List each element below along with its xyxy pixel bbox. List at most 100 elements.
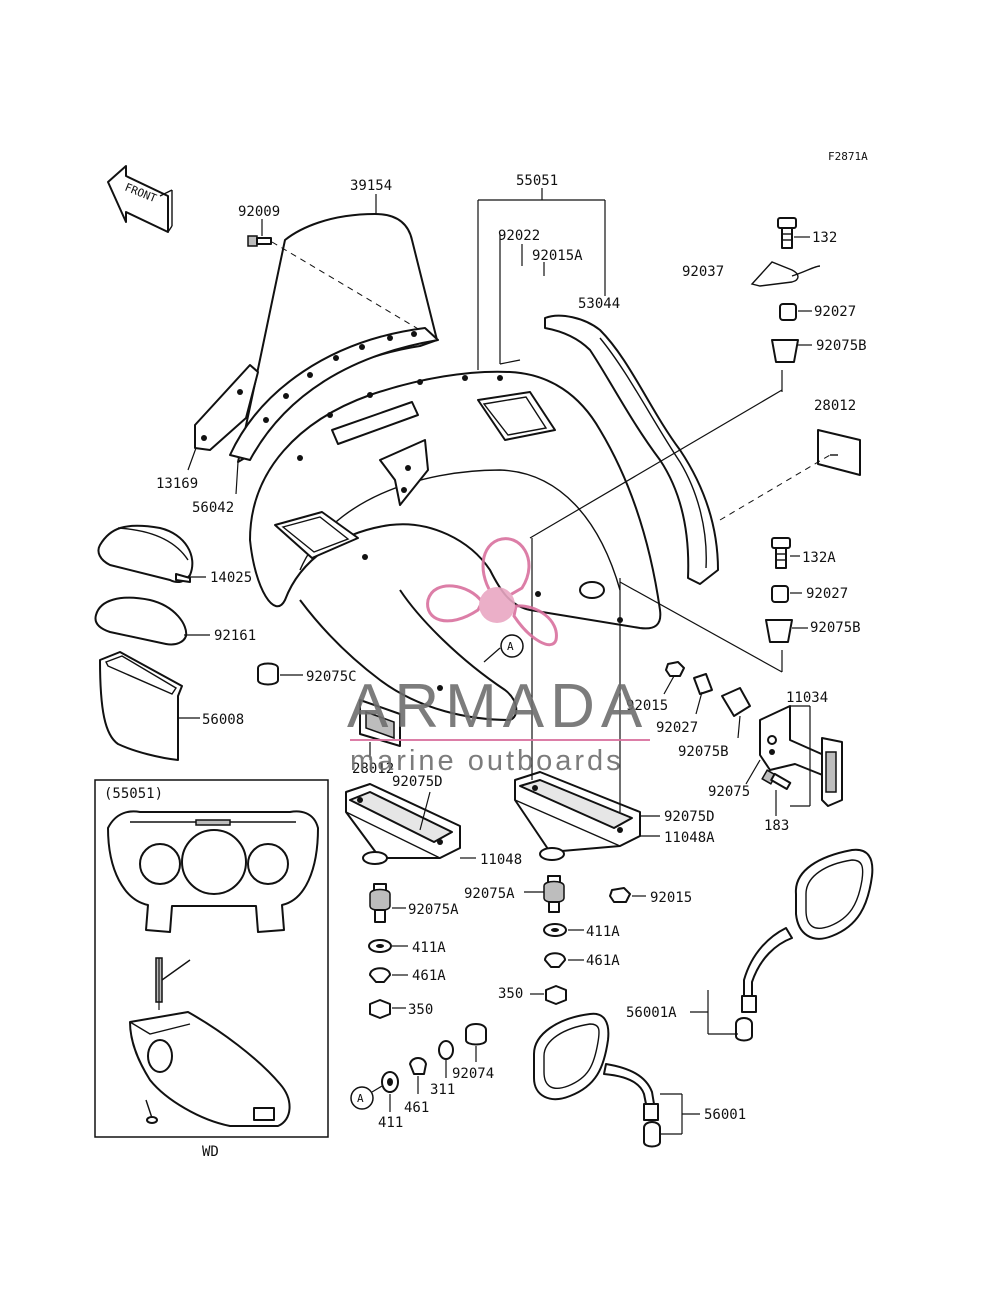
screw-92009 — [247, 235, 272, 247]
label-92037: 92037 — [682, 264, 724, 280]
svg-text:A: A — [357, 1092, 364, 1105]
label-92075D-right: 92075D — [664, 809, 715, 825]
label-411A-right: 411A — [586, 924, 620, 940]
grommet-92075B-top — [771, 339, 799, 363]
cap-92074 — [465, 1023, 487, 1046]
reference-marker-a-cowl: A — [483, 634, 524, 663]
stud-92075A-left — [369, 883, 391, 923]
label-183: 183 — [764, 818, 789, 834]
label-461: 461 — [404, 1100, 429, 1116]
bolt-132 — [777, 217, 797, 249]
lockwasher-461 — [409, 1057, 427, 1075]
label-92075B-low: 92075B — [678, 744, 729, 760]
label-92075: 92075 — [708, 784, 750, 800]
bracket-11034 — [759, 705, 843, 807]
label-461A-left: 461A — [412, 968, 446, 984]
label-14025: 14025 — [210, 570, 252, 586]
washer-411 — [381, 1071, 399, 1093]
cowl-55051 — [249, 370, 662, 721]
grommet-92075C — [257, 662, 279, 686]
collar-92027-low — [693, 673, 713, 695]
label-92074: 92074 — [452, 1066, 494, 1082]
label-28012-right: 28012 — [814, 398, 856, 414]
part-labels: 39154 55051 92009 92022 92015A 53044 920… — [156, 173, 867, 1131]
bracket-13169 — [194, 364, 259, 451]
dashed-guide-line-2 — [719, 454, 831, 521]
label-92161: 92161 — [214, 628, 256, 644]
cover-14025 — [97, 524, 194, 584]
box-56008 — [99, 651, 183, 761]
washer-411A-left — [368, 939, 392, 953]
grommet-92075B-low — [721, 687, 751, 717]
label-92075D-left: 92075D — [392, 774, 443, 790]
label-53044: 53044 — [578, 296, 620, 312]
armada-watermark: ARMADA marine outboards — [347, 537, 650, 777]
label-92027-low: 92027 — [656, 720, 698, 736]
trim-strip-56042 — [229, 327, 439, 461]
svg-text:A: A — [507, 640, 514, 653]
label-11034: 11034 — [786, 690, 828, 706]
clip-92037 — [750, 261, 821, 287]
grommet-92075B-mid — [765, 619, 793, 643]
label-92075C: 92075C — [306, 669, 357, 685]
plate-28012-right — [817, 429, 861, 476]
label-92015-low: 92015 — [650, 890, 692, 906]
label-92075B-top: 92075B — [816, 338, 867, 354]
label-411: 411 — [378, 1115, 403, 1131]
label-132: 132 — [812, 230, 837, 246]
label-56001A: 56001A — [626, 1005, 677, 1021]
mount-line-diag-top — [529, 389, 783, 539]
watermark-tagline: marine outboards — [350, 745, 624, 777]
label-350-left: 350 — [408, 1002, 433, 1018]
label-411A-left: 411A — [412, 940, 446, 956]
bolt-132A — [771, 537, 791, 569]
label-92015-mid: 92015 — [626, 698, 668, 714]
lockwasher-461A-right — [544, 952, 566, 968]
label-92009: 92009 — [238, 204, 280, 220]
nut-92015-mid — [665, 661, 685, 677]
mirror-56001A — [735, 848, 874, 1042]
bracket-11048A — [514, 771, 641, 861]
label-350-right: 350 — [498, 986, 523, 1002]
bracket-11048 — [345, 783, 461, 865]
plate-28012-left — [359, 699, 401, 747]
leader-lines — [178, 188, 812, 1135]
label-56008: 56008 — [202, 712, 244, 728]
label-92075A-right: 92075A — [464, 886, 515, 902]
label-28012-left: 28012 — [352, 761, 394, 777]
front-arrow-icon: FRONT — [107, 165, 173, 233]
label-92022: 92022 — [498, 228, 540, 244]
stud-92075A-right — [543, 875, 565, 913]
label-11048: 11048 — [480, 852, 522, 868]
watermark-brand: ARMADA — [347, 672, 648, 741]
inset-variant-box: (55051) — [94, 779, 329, 1138]
label-13169: 13169 — [156, 476, 198, 492]
label-39154: 39154 — [350, 178, 392, 194]
washer-411A-right — [543, 923, 567, 937]
nut-350-right — [545, 985, 567, 1005]
nut-92015-low — [609, 887, 631, 903]
propeller-logo-icon — [426, 537, 558, 647]
label-311: 311 — [430, 1082, 455, 1098]
label-92075B-mid: 92075B — [810, 620, 861, 636]
label-55051: 55051 — [516, 173, 558, 189]
gasket-92161 — [94, 596, 188, 646]
inset-caption: WD — [202, 1144, 219, 1160]
label-11048A: 11048A — [664, 830, 715, 846]
screw-183 — [761, 769, 792, 790]
label-92015A: 92015A — [532, 248, 583, 264]
seal-strip-53044 — [544, 314, 719, 585]
label-92027-mid: 92027 — [806, 586, 848, 602]
washer-311 — [438, 1040, 454, 1060]
label-56001: 56001 — [704, 1107, 746, 1123]
reference-marker-a-washer: A — [350, 1085, 383, 1110]
label-92027-top: 92027 — [814, 304, 856, 320]
dashed-guide-line — [271, 241, 421, 331]
mount-line-diag-low — [619, 581, 783, 673]
lockwasher-461A-left — [369, 967, 391, 983]
label-56042: 56042 — [192, 500, 234, 516]
collar-92027-mid — [771, 585, 789, 603]
collar-92027-top — [779, 303, 797, 321]
